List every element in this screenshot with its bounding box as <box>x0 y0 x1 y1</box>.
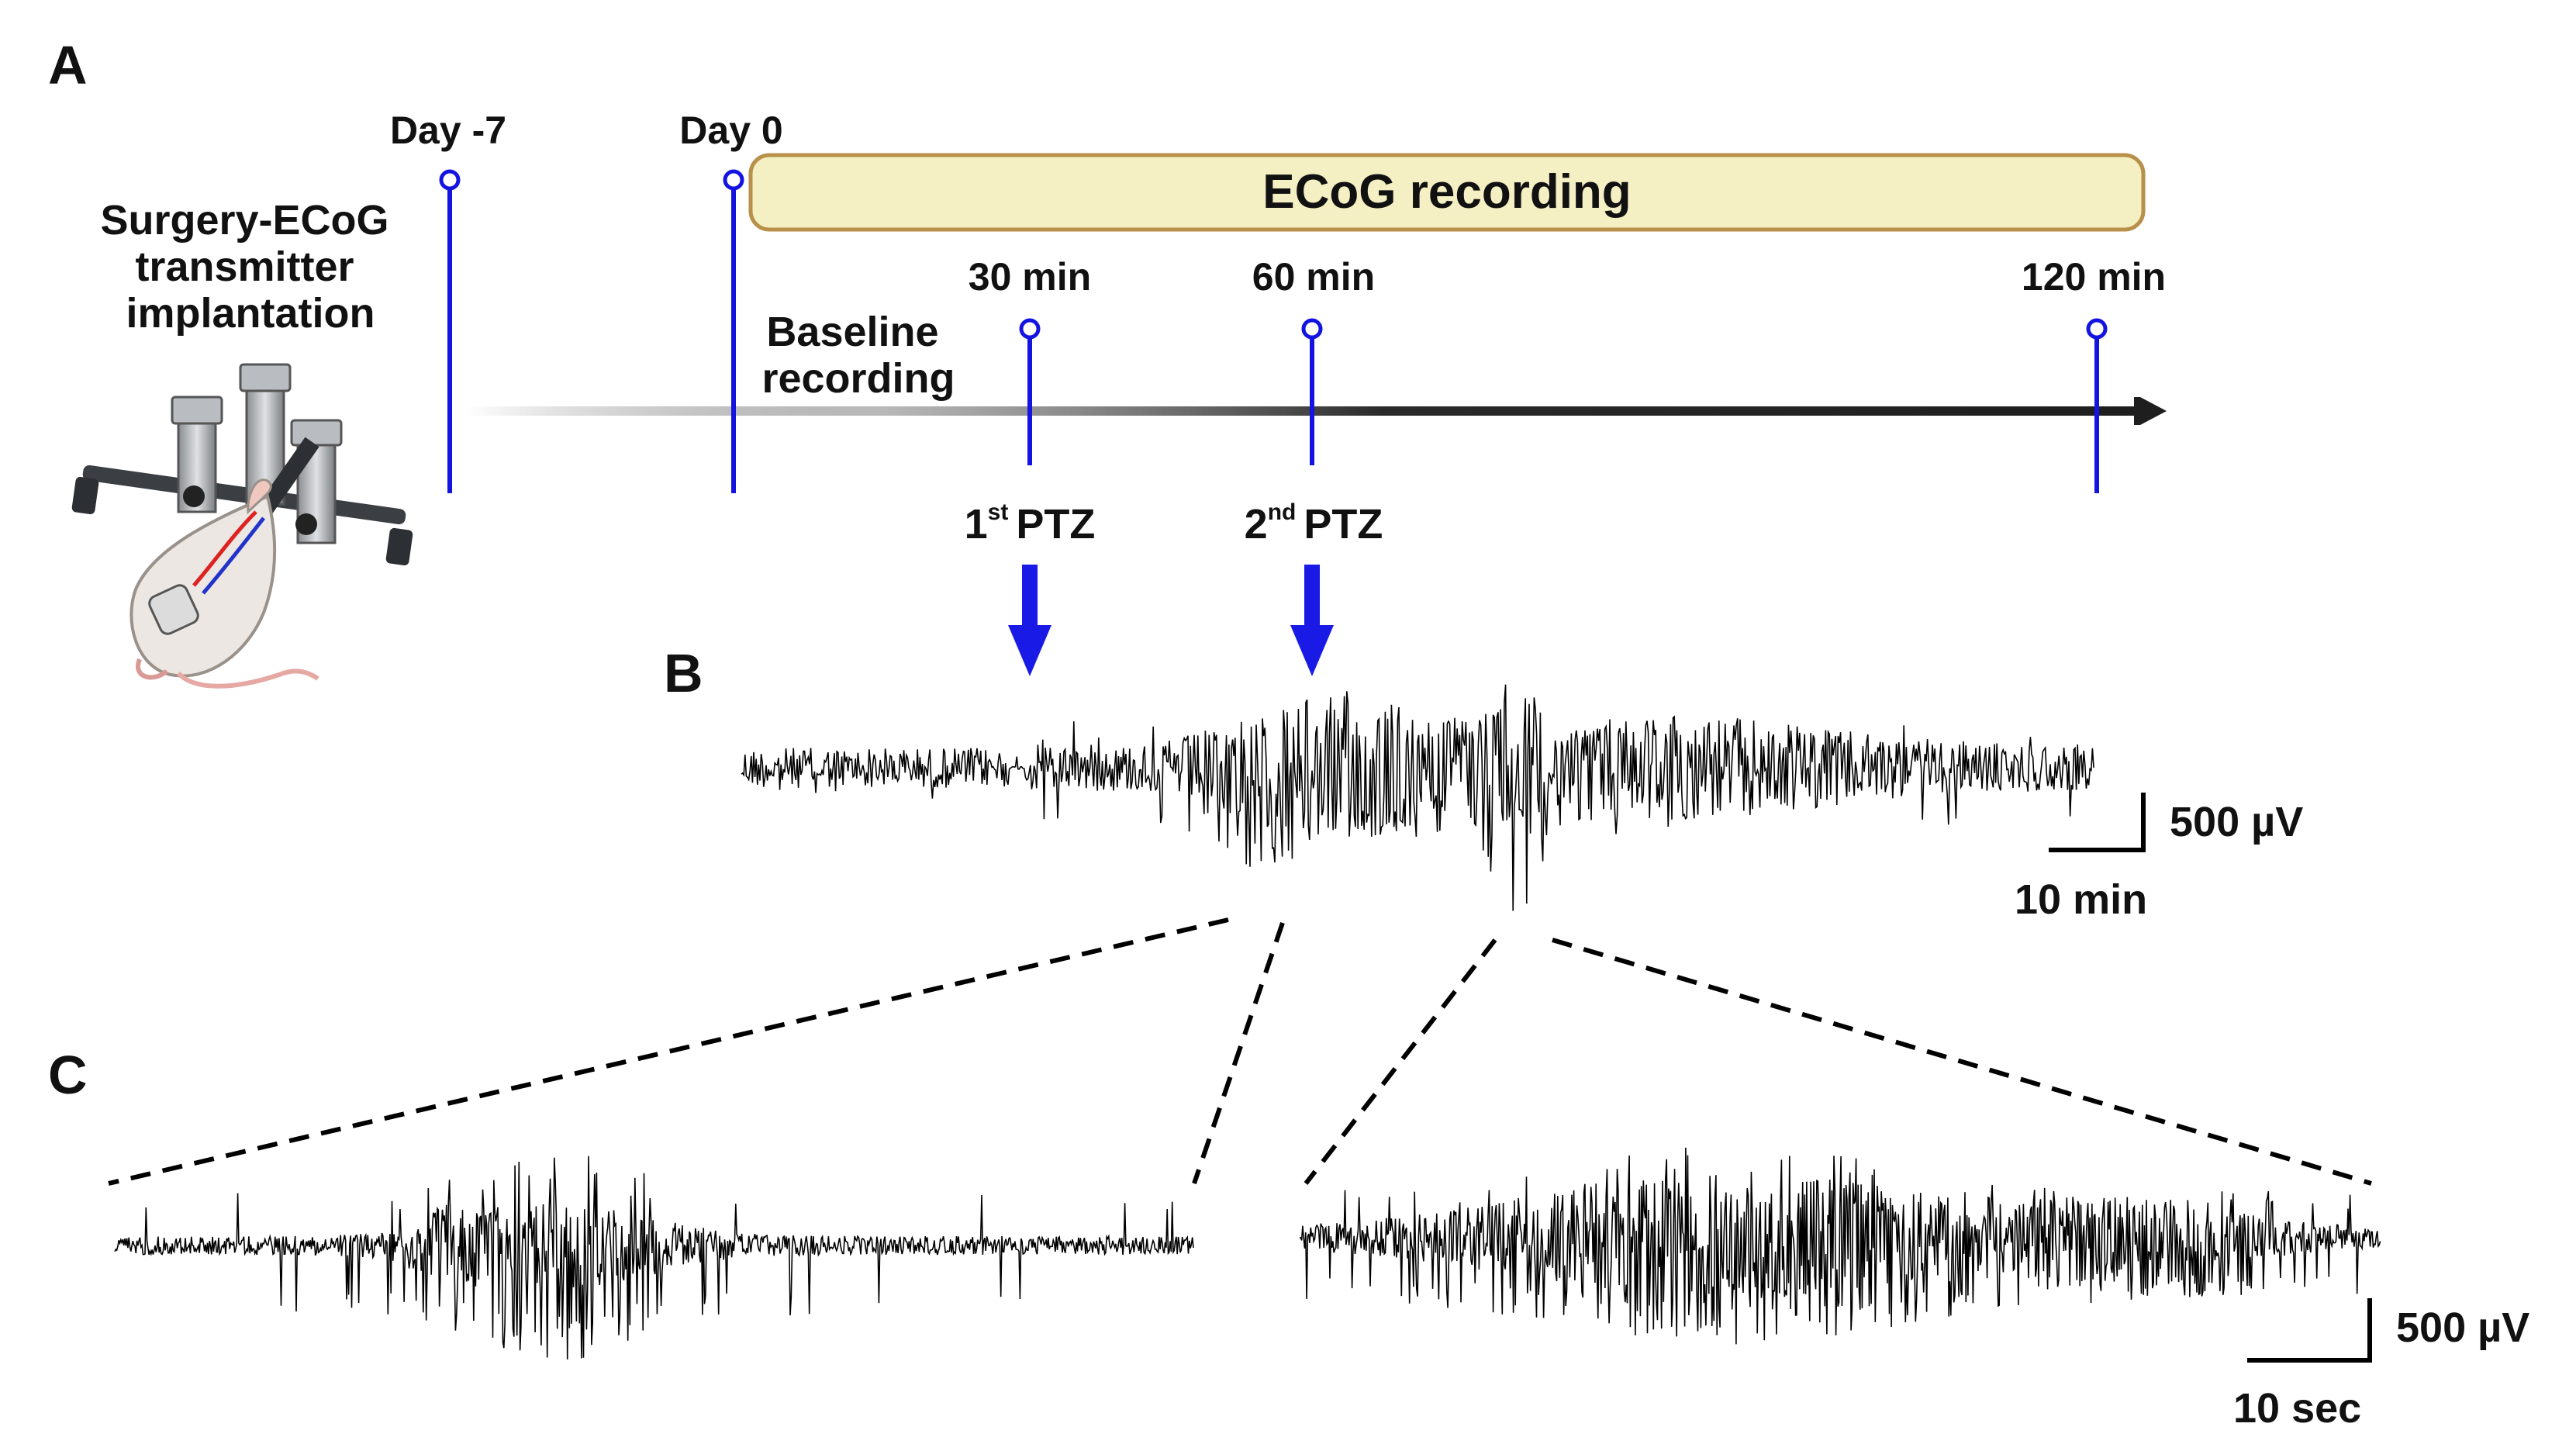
day-0-label: Day 0 <box>679 109 782 152</box>
time-30-min-label: 30 min <box>969 255 1091 299</box>
baseline-label-line-2: recording <box>761 355 955 402</box>
marker-60-min <box>1301 318 1323 465</box>
marker-30-min <box>1019 318 1041 465</box>
marker-day-minus-7 <box>439 169 461 493</box>
scale-bar-c <box>2247 1298 2372 1363</box>
ptz-2-arrow <box>1290 565 1334 676</box>
scale-c-time-label: 10 sec <box>2233 1385 2361 1432</box>
panel-label-b: B <box>664 643 703 703</box>
panel-label-a: A <box>48 35 88 95</box>
surgery-label-line-1: Surgery-ECoG <box>100 197 388 244</box>
scale-b-time-label: 10 min <box>2015 876 2147 923</box>
surgery-label: Surgery-ECoG transmitter implantation <box>100 197 400 337</box>
ecog-recording-label: ECoG recording <box>1262 165 1631 219</box>
day-minus-7-label: Day -7 <box>390 109 506 152</box>
trace-c1-path <box>114 1156 1194 1359</box>
panel-label-c: C <box>48 1045 88 1105</box>
rat-stereotaxic-surgery-icon <box>71 363 413 689</box>
trace-c2-path <box>1299 1147 2381 1345</box>
ecog-trace-seizure-1 <box>114 1156 1194 1359</box>
ptz-1-number: 1 <box>965 501 988 548</box>
ptz-1-drug: PTZ <box>1016 501 1095 548</box>
ecog-trace-seizure-2 <box>1299 1147 2381 1345</box>
marker-120-min <box>2086 318 2108 493</box>
time-60-min-label: 60 min <box>1252 255 1375 299</box>
ecog-trace-full-recording <box>741 684 2094 911</box>
surgery-label-line-2: transmitter <box>135 244 354 290</box>
ptz-2-drug: PTZ <box>1304 501 1383 548</box>
ptz-1-arrow <box>1008 565 1051 676</box>
scale-c-amplitude-label: 500 µV <box>2396 1304 2529 1351</box>
trace-b-path <box>741 684 2094 911</box>
time-120-min-label: 120 min <box>2022 255 2166 299</box>
zoom-indicator-lines <box>108 917 2372 1186</box>
ptz-2-superscript: nd <box>1268 499 1297 525</box>
surgery-label-line-3: implantation <box>126 290 375 337</box>
baseline-label-line-1: Baseline <box>766 309 938 355</box>
ptz-1-superscript: st <box>988 499 1009 525</box>
ptz-2-label: 2nd PTZ <box>1245 499 1383 548</box>
marker-day-0 <box>723 169 744 493</box>
timeline-arrow <box>465 397 2167 425</box>
baseline-recording-label: Baseline recording <box>761 309 955 402</box>
scale-b-amplitude-label: 500 µV <box>2170 799 2303 845</box>
ecog-recording-bar <box>748 153 2146 232</box>
ptz-2-number: 2 <box>1245 501 1268 548</box>
ptz-1-label: 1st PTZ <box>965 499 1096 548</box>
scale-bar-b <box>2049 793 2146 852</box>
